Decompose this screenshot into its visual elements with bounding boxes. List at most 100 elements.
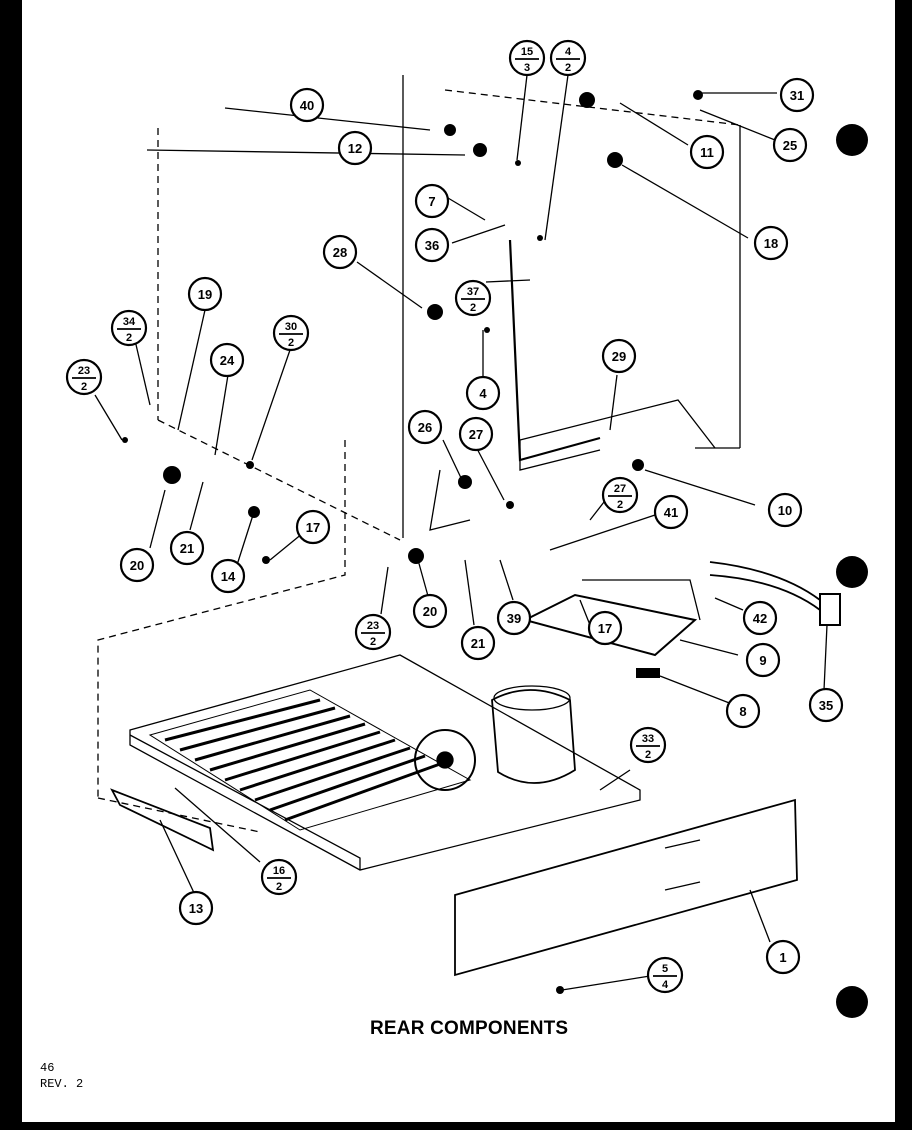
callout-label: 29 — [612, 349, 626, 364]
callout-41: 41 — [653, 494, 689, 530]
callout-17: 17 — [587, 610, 623, 646]
callout-label: 23 — [78, 365, 90, 377]
callout-label: 21 — [180, 541, 194, 556]
callout-label: 2 — [565, 62, 571, 74]
callout-18: 18 — [753, 225, 789, 261]
callout-36: 36 — [414, 227, 450, 263]
callout-24: 24 — [209, 342, 245, 378]
callout-7: 7 — [414, 183, 450, 219]
callout-21: 21 — [460, 625, 496, 661]
callout-9: 9 — [745, 642, 781, 678]
callout-35: 35 — [808, 687, 844, 723]
callout-11: 11 — [689, 134, 725, 170]
callout-label: 30 — [285, 321, 297, 333]
callout-label: 33 — [642, 733, 654, 745]
callout-29: 29 — [601, 338, 637, 374]
callout-label: 1 — [779, 950, 786, 965]
callout-label: 28 — [333, 245, 347, 260]
callout-14: 14 — [210, 558, 246, 594]
callout-4-2: 42 — [549, 39, 587, 77]
callout-33-2: 332 — [629, 726, 667, 764]
callout-17: 17 — [295, 509, 331, 545]
diagram-sheet — [22, 0, 895, 1122]
callout-label: 18 — [764, 236, 778, 251]
callout-label: 42 — [753, 611, 767, 626]
callout-label: 41 — [664, 505, 678, 520]
callout-label: 39 — [507, 611, 521, 626]
callout-label: 16 — [273, 865, 285, 877]
callout-label: 37 — [467, 286, 479, 298]
callout-label: 17 — [598, 621, 612, 636]
callout-label: 7 — [428, 194, 435, 209]
callout-30-2: 302 — [272, 314, 310, 352]
callout-5-4: 54 — [646, 956, 684, 994]
callout-15-3: 153 — [508, 39, 546, 77]
callout-37-2: 372 — [454, 279, 492, 317]
callout-label: 2 — [126, 332, 132, 344]
callout-label: 2 — [470, 302, 476, 314]
callout-10: 10 — [767, 492, 803, 528]
callout-4: 4 — [465, 375, 501, 411]
callout-1: 1 — [765, 939, 801, 975]
callout-label: 34 — [123, 316, 136, 328]
callout-12: 12 — [337, 130, 373, 166]
callout-31: 31 — [779, 77, 815, 113]
callout-label: 25 — [783, 138, 797, 153]
callout-label: 10 — [778, 503, 792, 518]
callout-label: 24 — [220, 353, 235, 368]
callout-26: 26 — [407, 409, 443, 445]
callout-27-2: 272 — [601, 476, 639, 514]
callout-label: 36 — [425, 238, 439, 253]
callout-label: 2 — [81, 381, 87, 393]
callout-label: 35 — [819, 698, 833, 713]
callout-label: 11 — [700, 145, 714, 160]
callout-label: 14 — [221, 569, 236, 584]
callout-23-2: 232 — [354, 613, 392, 651]
callout-label: 12 — [348, 141, 362, 156]
callout-label: 23 — [367, 620, 379, 632]
callout-label: 27 — [469, 427, 483, 442]
callout-label: 9 — [759, 653, 766, 668]
callout-19: 19 — [187, 276, 223, 312]
page-number: 46 — [40, 1061, 55, 1075]
callout-13: 13 — [178, 890, 214, 926]
callout-34-2: 342 — [110, 309, 148, 347]
callout-25: 25 — [772, 127, 808, 163]
callout-label: 15 — [521, 46, 533, 58]
callout-label: 8 — [739, 704, 746, 719]
callout-label: 17 — [306, 520, 320, 535]
callout-label: 2 — [288, 337, 294, 349]
callout-label: 4 — [565, 46, 572, 58]
callout-label: 2 — [645, 749, 651, 761]
callout-label: 2 — [617, 499, 623, 511]
callout-20: 20 — [119, 547, 155, 583]
callout-label: 40 — [300, 98, 314, 113]
callout-label: 4 — [479, 386, 487, 401]
callout-label: 26 — [418, 420, 432, 435]
callout-40: 40 — [289, 87, 325, 123]
callout-21: 21 — [169, 530, 205, 566]
callout-label: 5 — [662, 963, 668, 975]
callout-label: 21 — [471, 636, 485, 651]
revision-label: REV. 2 — [40, 1077, 84, 1091]
callout-label: 13 — [189, 901, 203, 916]
callout-20: 20 — [412, 593, 448, 629]
callout-8: 8 — [725, 693, 761, 729]
callout-label: 19 — [198, 287, 212, 302]
callout-28: 28 — [322, 234, 358, 270]
callout-label: 27 — [614, 483, 626, 495]
callout-label: 31 — [790, 88, 804, 103]
callout-label: 2 — [370, 636, 376, 648]
callout-39: 39 — [496, 600, 532, 636]
callout-42: 42 — [742, 600, 778, 636]
callout-27: 27 — [458, 416, 494, 452]
callout-label: 4 — [662, 979, 669, 991]
page-footer: 46 REV. 2 — [40, 1060, 83, 1092]
callout-23-2: 232 — [65, 358, 103, 396]
callout-label: 20 — [130, 558, 144, 573]
diagram-caption: REAR COMPONENTS — [370, 1018, 569, 1039]
callout-label: 20 — [423, 604, 437, 619]
callout-label: 3 — [524, 62, 530, 74]
